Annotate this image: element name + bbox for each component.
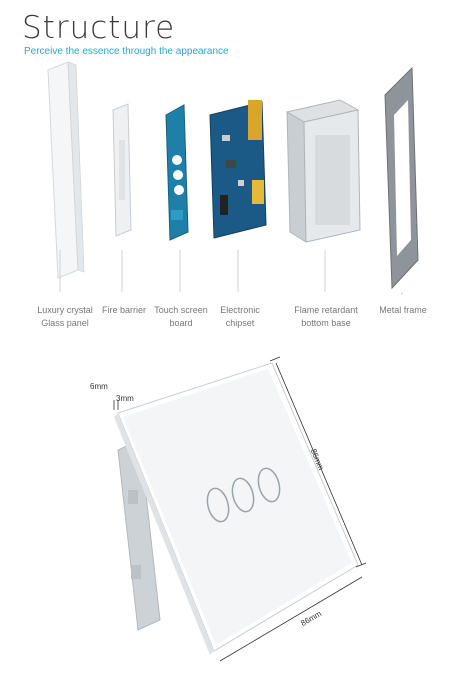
chipset-icon xyxy=(209,100,267,239)
part-label-fire-barrier: Fire barrier xyxy=(101,305,146,315)
exploded-structure-diagram xyxy=(47,61,419,295)
touch-button-3[interactable] xyxy=(255,466,283,504)
part-label-touch-board: Touch screen board xyxy=(154,305,208,328)
metal-frame-icon xyxy=(384,66,419,290)
dimension-lines xyxy=(113,356,367,662)
page-subtitle: Perceive the essence through the appeara… xyxy=(24,46,229,57)
dimension-thickness-glass: 3mm xyxy=(116,394,134,403)
fire-barrier-icon xyxy=(112,103,132,237)
touch-board-icon xyxy=(165,104,189,241)
bottom-base-icon xyxy=(285,99,361,243)
switch-product-render xyxy=(113,356,367,662)
part-label-chipset: Electronic chipset xyxy=(220,305,260,328)
glass-panel-icon xyxy=(47,61,85,279)
part-label-metal-frame: Metal frame xyxy=(379,305,427,315)
touch-button-1[interactable] xyxy=(204,486,232,524)
page-title: Structure xyxy=(22,10,176,46)
touch-button-2[interactable] xyxy=(229,476,257,514)
part-label-glass-panel: Luxury crystal Glass panel xyxy=(37,305,93,328)
dimension-thickness-total: 6mm xyxy=(90,382,108,391)
part-label-bottom-base: Flame retardant bottom base xyxy=(294,305,358,328)
